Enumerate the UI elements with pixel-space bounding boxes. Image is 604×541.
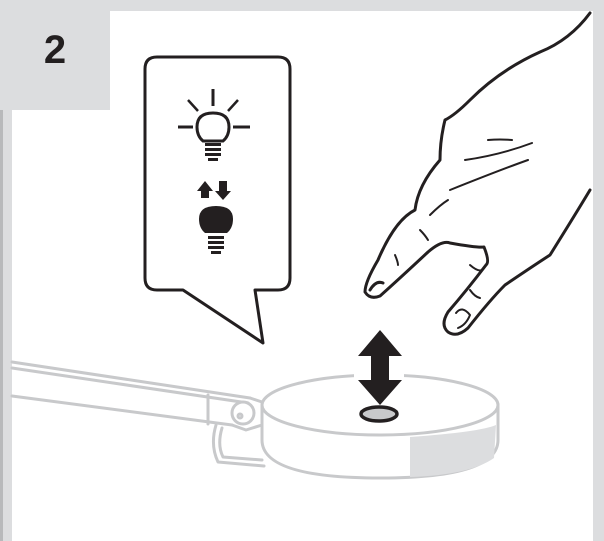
light-bulb-on-icon — [178, 89, 250, 161]
step-tab: 2 — [0, 0, 110, 110]
step-number: 2 — [43, 28, 67, 72]
touch-button — [359, 405, 399, 423]
lamp-arm — [10, 360, 270, 468]
hand-illustration — [363, 11, 592, 336]
frame-edge — [0, 96, 3, 541]
callout-bubble — [143, 55, 292, 345]
up-down-arrow-icon — [358, 330, 402, 405]
light-bulb-off-icon — [199, 206, 233, 254]
toggle-arrows-icon — [197, 181, 231, 200]
